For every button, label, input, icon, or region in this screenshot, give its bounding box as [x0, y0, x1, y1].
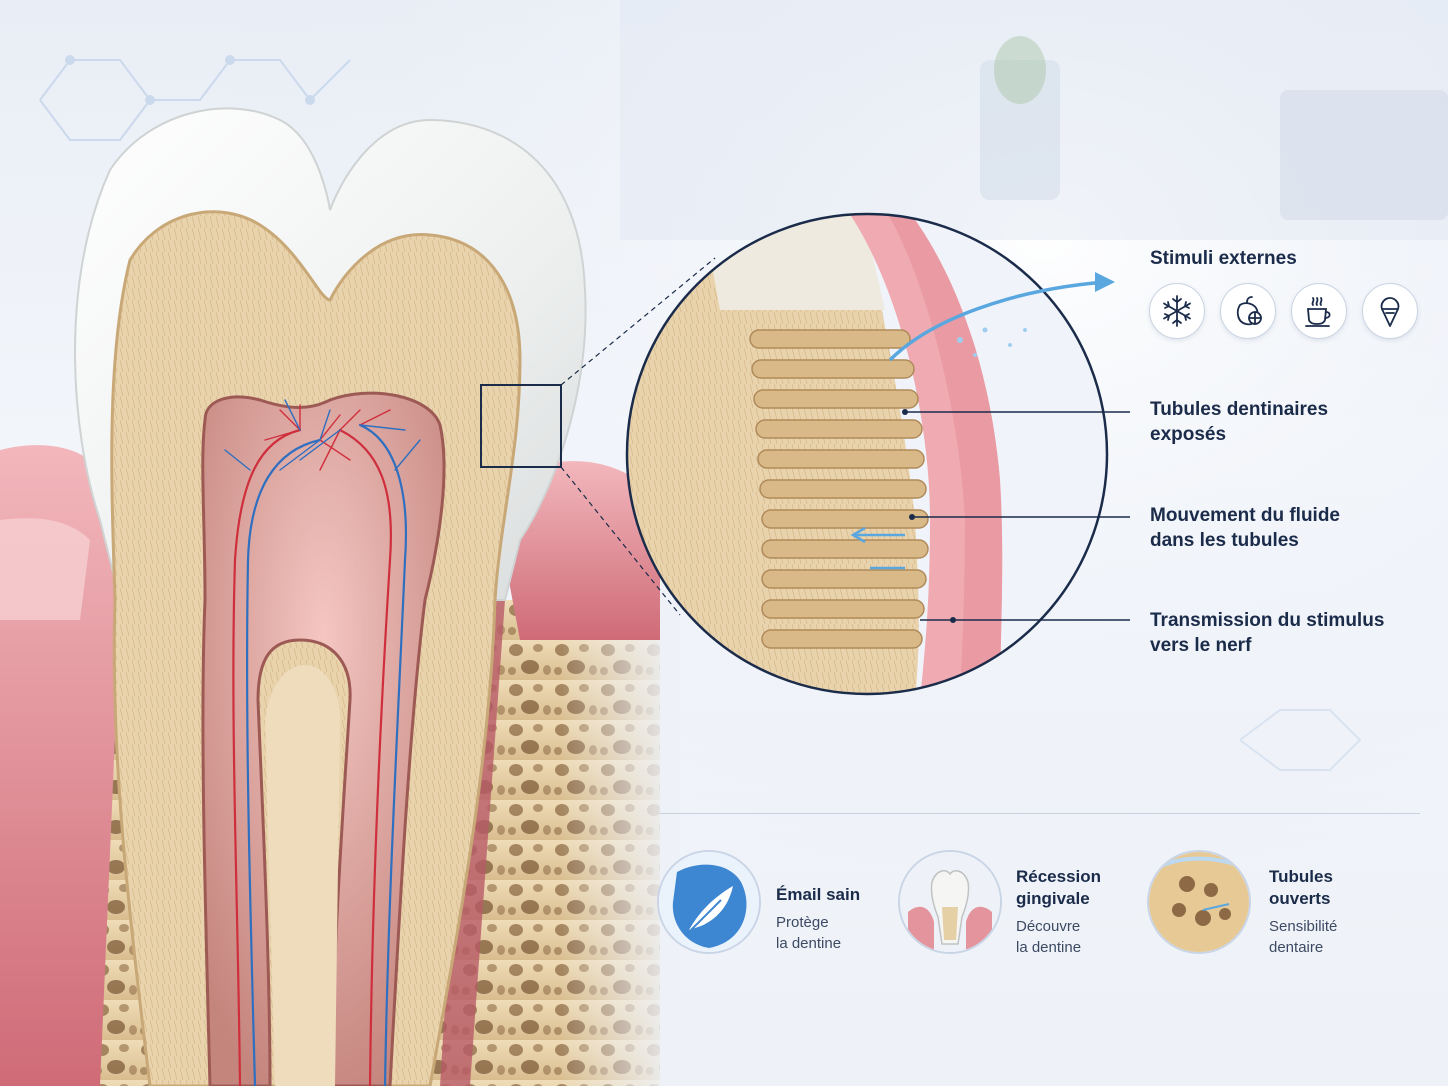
stimuli-title: Stimuli externes	[1150, 248, 1297, 269]
hot-cup-icon	[1291, 283, 1347, 339]
snowflake-icon	[1149, 283, 1205, 339]
zoom-circle	[627, 214, 1107, 694]
ice-cream-icon	[1362, 283, 1418, 339]
zoom-source-box	[480, 384, 562, 468]
molecule-decoration	[39, 55, 1362, 771]
receding-gum-tooth-icon	[898, 850, 1002, 954]
legend-divider	[660, 813, 1420, 814]
dentinal-tubules	[749, 329, 929, 649]
citrus-icon	[1220, 283, 1276, 339]
feather-icon	[657, 850, 761, 954]
open-tubules-icon	[1147, 850, 1251, 954]
nerves-vessels	[224, 399, 421, 1086]
tooth-cross-section	[74, 107, 587, 1086]
